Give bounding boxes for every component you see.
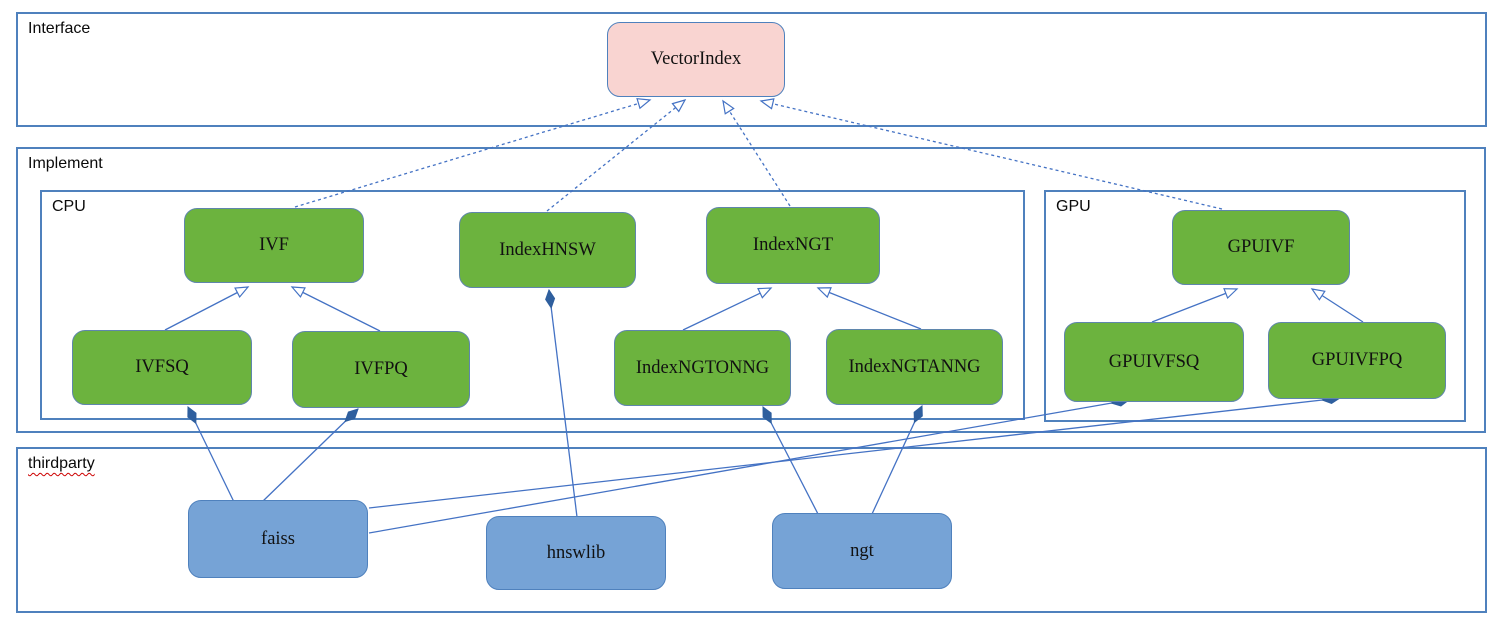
node-ivfpq: IVFPQ xyxy=(292,331,470,408)
node-indexngtonng-label: IndexNGTONNG xyxy=(635,357,770,378)
node-indexngtanng-label: IndexNGTANNG xyxy=(848,356,981,377)
node-faiss-label: faiss xyxy=(261,528,295,549)
node-vectorindex: VectorIndex xyxy=(607,22,785,97)
node-indexngt-label: IndexNGT xyxy=(752,235,834,255)
node-indexngtanng: IndexNGTANNG xyxy=(826,329,1003,405)
node-ivf-label: IVF xyxy=(259,235,289,255)
cpu-label: CPU xyxy=(52,198,86,215)
node-indexngtonng: IndexNGTONNG xyxy=(614,330,791,406)
node-hnswlib: hnswlib xyxy=(486,516,666,590)
node-gpuivfsq-label: GPUIVFSQ xyxy=(1108,351,1200,372)
gpu-label: GPU xyxy=(1056,198,1091,215)
thirdparty-label: thirdparty xyxy=(28,455,95,472)
node-indexngt: IndexNGT xyxy=(706,207,880,284)
node-gpuivfpq-label: GPUIVFPQ xyxy=(1311,350,1403,370)
node-ivfsq: IVFSQ xyxy=(72,330,252,405)
node-gpuivf: GPUIVF xyxy=(1172,210,1350,285)
node-vectorindex-label: VectorIndex xyxy=(650,49,742,69)
interface-label: Interface xyxy=(28,20,91,37)
node-ivf: IVF xyxy=(184,208,364,283)
node-indexhnsw-label: IndexHNSW xyxy=(499,239,596,260)
node-ngt: ngt xyxy=(772,513,952,589)
node-ivfsq-label: IVFSQ xyxy=(135,357,189,377)
node-indexhnsw: IndexHNSW xyxy=(459,212,636,288)
node-faiss: faiss xyxy=(188,500,368,578)
node-gpuivfsq: GPUIVFSQ xyxy=(1064,322,1244,402)
node-ngt-label: ngt xyxy=(850,540,874,561)
node-gpuivfpq: GPUIVFPQ xyxy=(1268,322,1446,399)
node-gpuivf-label: GPUIVF xyxy=(1227,237,1295,257)
node-hnswlib-label: hnswlib xyxy=(546,542,606,563)
implement-label: Implement xyxy=(28,155,103,172)
node-ivfpq-label: IVFPQ xyxy=(354,359,408,379)
